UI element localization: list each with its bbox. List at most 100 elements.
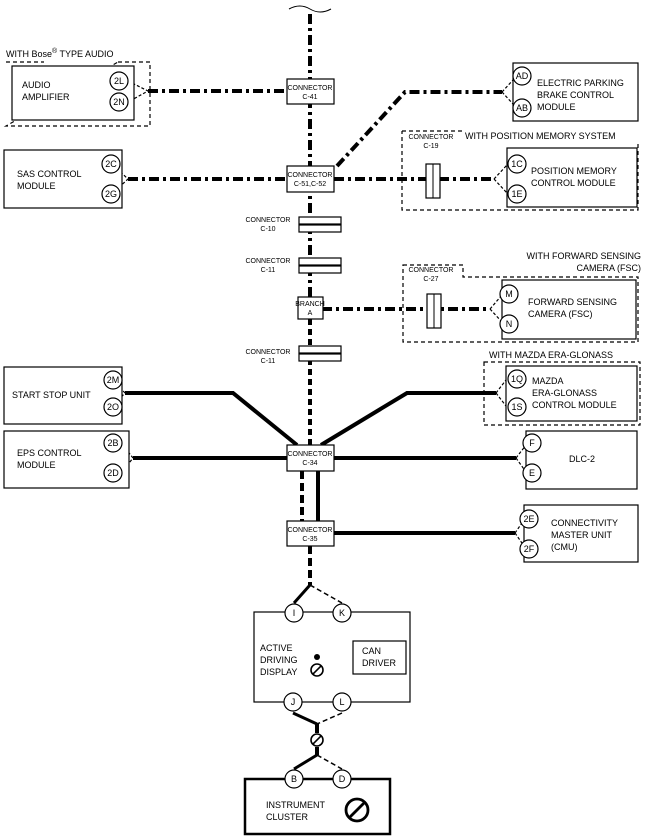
connector-c-35 <box>286 520 335 547</box>
connector-c-10-top <box>298 216 342 225</box>
wire-to-pin-d <box>316 754 343 770</box>
pin-f-label: F <box>529 438 535 448</box>
connector-c-34 <box>286 444 335 472</box>
pin-b-label: B <box>291 774 297 784</box>
dlc-2-box <box>525 430 638 490</box>
pin-2m-label: 2M <box>107 375 120 385</box>
connector-c-51-c-52 <box>286 165 335 193</box>
pin-2c-label: 2C <box>105 159 117 169</box>
era-option-frame <box>483 361 641 426</box>
wire-to-pin-k <box>309 584 343 604</box>
sas-module-box <box>3 149 123 209</box>
fsc-option-frame <box>402 264 639 343</box>
junction-dot <box>314 654 320 660</box>
pin-labels: 2L 2N AD AB 2C 2G 1C 1E M N 2M 2O 1Q 1S … <box>105 71 535 784</box>
start-stop-unit-box <box>3 366 123 425</box>
pin-circles <box>101 66 542 789</box>
pin-2e-label: 2E <box>523 514 534 524</box>
dlc-2-label: DLC-2 <box>569 454 595 464</box>
pin-2d-label: 2D <box>107 468 119 478</box>
start-stop-unit-label: START STOP UNIT <box>12 390 91 400</box>
position-memory-option-frame <box>401 130 639 211</box>
pin-k-label: K <box>339 608 345 618</box>
pin-e-label: E <box>529 468 535 478</box>
start-stop-wire <box>125 391 299 447</box>
pin-1q-label: 1Q <box>511 374 523 384</box>
pin-1e-label: 1E <box>511 189 522 199</box>
module-boxes <box>3 62 639 836</box>
terminating-resistor-icon <box>310 663 324 677</box>
pin-2l-label: 2L <box>114 76 124 86</box>
position-memory-module-box <box>506 147 638 208</box>
pin-1c-label: 1C <box>511 159 523 169</box>
fsc-module-box <box>501 279 637 340</box>
connector-c-11b-bottom <box>298 353 342 362</box>
pin-1s-label: 1S <box>511 402 522 412</box>
pin-l-label: L <box>339 697 344 707</box>
position-memory-option-label: WITH POSITION MEMORY SYSTEM <box>465 131 616 141</box>
era-option-label: WITH MAZDA ERA-GLONASS <box>489 350 613 360</box>
option-frames <box>3 61 641 426</box>
branch-a <box>297 296 324 320</box>
epb-wire <box>335 90 502 168</box>
pin-2n-label: 2N <box>113 97 125 107</box>
connector-c-10-bottom <box>298 224 342 233</box>
wire-from-pin-j <box>292 711 318 726</box>
pin-2o-label: 2O <box>107 402 119 412</box>
pin-n-label: N <box>506 319 513 329</box>
era-wire <box>319 391 496 447</box>
cluster-terminating-resistor-icon <box>344 797 370 823</box>
wire-from-pin-l <box>316 712 343 725</box>
bose-option-label: WITH Bose® TYPE AUDIO <box>6 47 114 59</box>
connector-c-11-top <box>298 257 342 266</box>
wires <box>112 5 527 771</box>
pin-2b-label: 2B <box>107 438 118 448</box>
pin-i-label: I <box>293 608 296 618</box>
pin-d-label: D <box>339 774 346 784</box>
pin-j-label: J <box>291 697 296 707</box>
era-module-box <box>505 365 638 422</box>
pin-m-label: M <box>505 289 513 299</box>
terminating-resistor-icon <box>310 733 324 747</box>
can-driver-box <box>352 640 407 675</box>
connector-c-41 <box>286 78 335 105</box>
cmu-box <box>523 504 639 563</box>
connector-c-11-bottom <box>298 265 342 274</box>
wire-to-pin-b <box>293 753 318 771</box>
pin-ad-label: AD <box>516 71 529 81</box>
connector-c-11b-top <box>298 345 342 354</box>
epb-module-box <box>512 62 639 122</box>
wire-to-pin-i <box>292 584 312 604</box>
wire-break-mark <box>288 5 332 13</box>
pin-2f-label: 2F <box>524 544 535 554</box>
pin-ab-label: AB <box>516 103 528 113</box>
connector-boxes <box>286 78 442 547</box>
pin-2g-label: 2G <box>105 189 117 199</box>
